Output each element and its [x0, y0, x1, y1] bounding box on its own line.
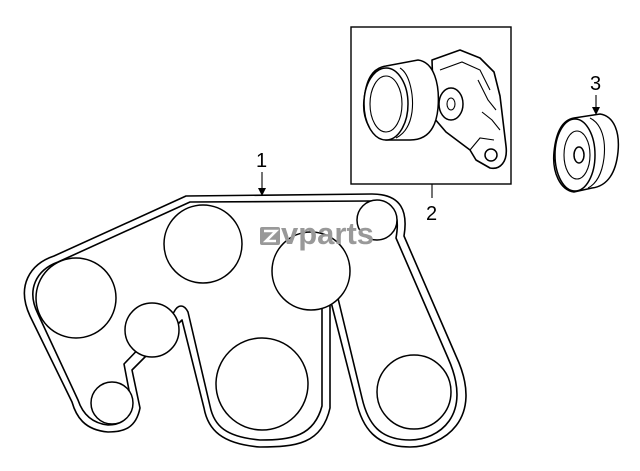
tensioner-bracket-detail	[439, 61, 501, 151]
tensioner-bracket	[431, 49, 508, 170]
tensioner-pivot-bolt	[446, 97, 456, 111]
idler-pulley-hub	[573, 146, 585, 164]
callout-label-belt: 1	[256, 150, 267, 172]
callout-2[interactable]: 2	[426, 184, 437, 225]
serpentine-belt[interactable]	[23, 193, 467, 448]
callout-3[interactable]: 3	[590, 73, 601, 115]
pulley-upper-left	[35, 257, 117, 339]
callout-label-idler: 3	[590, 73, 601, 95]
callout-label-tensioner: 2	[426, 203, 437, 225]
pulley-bottom-right	[376, 354, 452, 430]
belt-inner-edge	[32, 200, 458, 441]
pulley-center	[271, 231, 351, 311]
pulley-top-center	[163, 204, 243, 284]
tensioner-assembly[interactable]	[350, 26, 512, 185]
callout-arrow-idler	[592, 107, 600, 115]
idler-pulley[interactable]	[552, 113, 620, 193]
tensioner-mount-hole	[484, 148, 498, 162]
pulley-small-left	[124, 302, 180, 358]
callout-arrow-belt	[258, 188, 266, 196]
pulley-bottom-center	[215, 337, 309, 431]
belt-outer-edge	[23, 193, 467, 448]
idler-pulley-rim	[563, 130, 591, 180]
tensioner-pivot	[438, 87, 464, 121]
tensioner-pulley-rim	[369, 75, 403, 133]
tensioner-pulley-groove	[395, 67, 414, 139]
watermark: vparts	[260, 216, 374, 251]
ev-logo-icon	[260, 227, 280, 245]
idler-pulley-groove	[587, 117, 606, 189]
tensioner-pulley-face	[363, 67, 409, 141]
pulley-bottom-left	[90, 381, 134, 425]
watermark-text: vparts	[281, 216, 374, 251]
pulley-top-right-small	[356, 199, 398, 241]
callout-1[interactable]: 1	[256, 150, 267, 196]
